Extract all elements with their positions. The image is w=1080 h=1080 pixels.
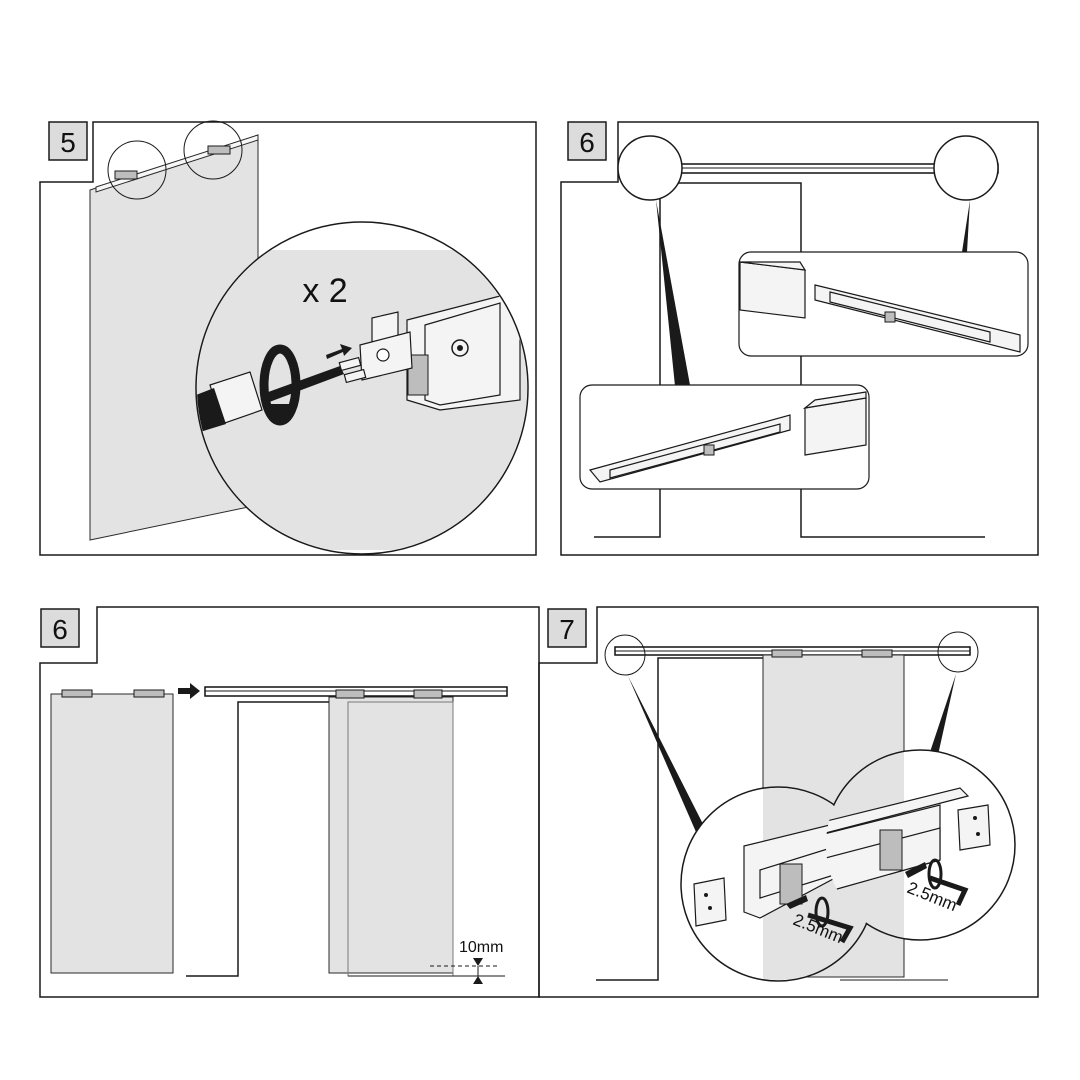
direction-arrow-icon xyxy=(326,344,352,359)
step-6-panel-b: 6 10mm xyxy=(39,606,540,998)
detail-circle-right xyxy=(183,120,243,180)
step-6-panel-a: 6 xyxy=(560,121,1039,556)
screwdriver-icon xyxy=(260,366,344,404)
detail-circle-left xyxy=(617,135,683,201)
detail-circle-right xyxy=(937,631,979,673)
loose-door xyxy=(50,693,174,974)
step-6-number-b: 6 xyxy=(52,614,68,645)
step-6-badge-b: 6 xyxy=(40,608,80,648)
doorway-frame xyxy=(594,182,985,538)
step-5-number: 5 xyxy=(60,127,76,158)
step-6-number-a: 6 xyxy=(579,127,595,158)
step-5-panel: 5 xyxy=(39,120,537,556)
doorway-frame xyxy=(596,657,763,981)
doorway-frame xyxy=(186,701,348,977)
hanger-left xyxy=(114,170,138,180)
step-5-badge: 5 xyxy=(48,121,88,161)
detail-circle-left xyxy=(604,634,646,676)
allen-key-icon-right xyxy=(929,875,969,907)
step-7-panel: 7 xyxy=(538,606,1039,998)
step-7-badge: 7 xyxy=(547,608,587,648)
hung-door xyxy=(328,696,454,974)
clearance-arrow-icon xyxy=(473,958,483,966)
allen-key-icon xyxy=(807,912,854,944)
clearance-label: 10mm xyxy=(459,939,503,956)
quantity-label: x 2 xyxy=(302,272,347,310)
step-7-number: 7 xyxy=(559,614,575,645)
hanger-right xyxy=(207,145,231,155)
detail-circle-left xyxy=(107,140,167,200)
step-6-badge-a: 6 xyxy=(567,121,607,161)
rotation-arrow-icon xyxy=(259,344,301,426)
direction-arrow-icon xyxy=(178,683,200,699)
detail-circle-right xyxy=(933,135,999,201)
